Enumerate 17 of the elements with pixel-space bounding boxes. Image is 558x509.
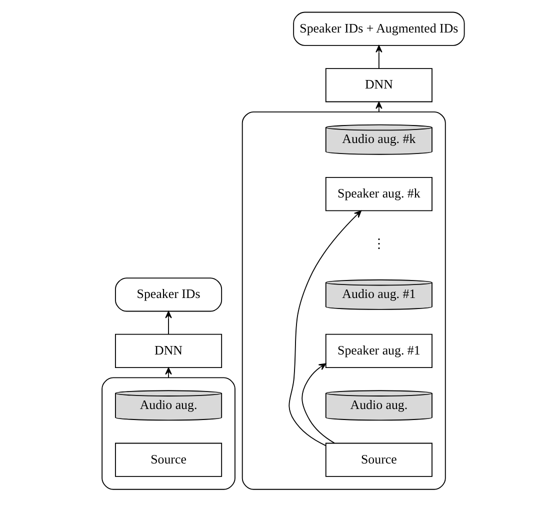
node-box: Speaker IDs + Augmented IDs	[292, 12, 464, 46]
arrow	[301, 363, 334, 444]
node-box: Source	[114, 442, 222, 477]
label: ⋮	[372, 236, 385, 251]
cluster	[101, 377, 235, 490]
node-box: DNN	[324, 68, 432, 102]
arrow	[375, 102, 382, 112]
node-box: DNN	[114, 334, 222, 368]
arrow	[288, 210, 361, 446]
node-box: Speaker aug. #k	[324, 176, 432, 212]
arrow	[375, 45, 382, 69]
node-box: Speaker aug. #1	[324, 334, 432, 368]
node-box: Speaker IDs	[114, 278, 222, 312]
cluster	[241, 111, 446, 490]
node-box: Source	[324, 442, 432, 477]
arrow	[164, 311, 172, 335]
arrow	[164, 367, 172, 378]
